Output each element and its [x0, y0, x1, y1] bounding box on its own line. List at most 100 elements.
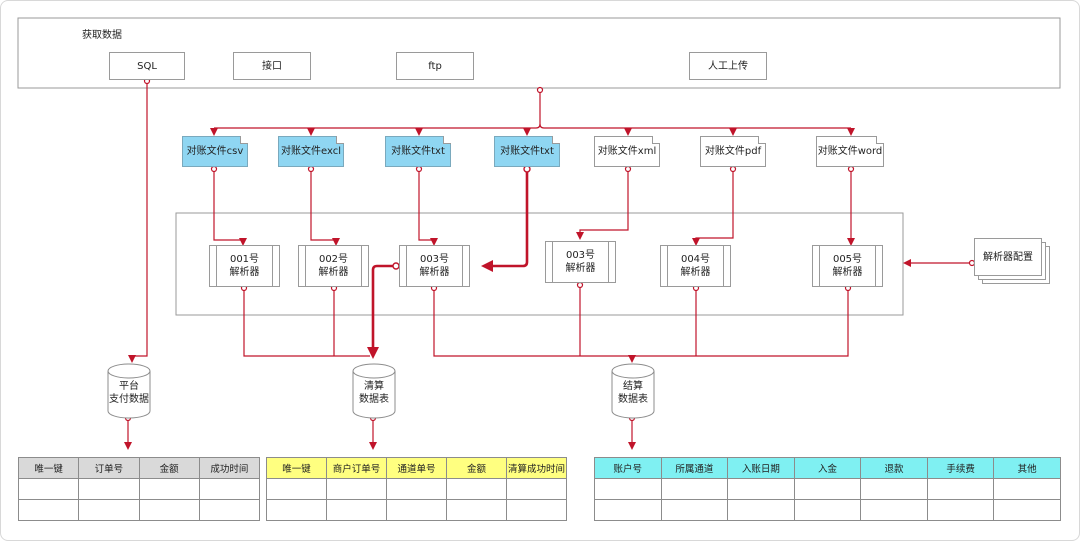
column-header: 金额 — [138, 457, 200, 479]
parser-name: 解析器 — [318, 267, 349, 278]
column-header: 入金 — [793, 457, 862, 479]
table-cell — [17, 499, 80, 521]
column-header: 账户号 — [594, 457, 662, 479]
settlement-table: 账户号所属通道入账日期入金退款手续费其他 — [594, 457, 1061, 521]
parser-name: 解析器 — [832, 267, 863, 278]
source-api: 接口 — [233, 52, 311, 80]
table-cell — [326, 478, 387, 500]
column-header: 唯一键 — [17, 457, 80, 479]
source-sql: SQL — [109, 52, 185, 80]
table-row — [266, 478, 567, 500]
parser-001: 001号解析器 — [209, 245, 280, 287]
parser-number: 003号 — [565, 250, 596, 261]
table-cell — [138, 499, 200, 521]
platform-db: 平台支付数据 — [104, 378, 154, 408]
file-csv: 对账文件csv — [182, 136, 248, 167]
parser-name: 解析器 — [229, 267, 260, 278]
column-header: 其他 — [993, 457, 1061, 479]
settlement-db: 结算数据表 — [608, 378, 658, 408]
parser-panel — [175, 212, 904, 316]
table-row — [594, 478, 1061, 500]
table-cell — [446, 478, 507, 500]
db-line1: 平台 — [119, 381, 139, 392]
parser-number: 001号 — [229, 254, 260, 265]
file-txt-2: 对账文件txt — [494, 136, 560, 167]
db-line2: 数据表 — [618, 394, 648, 405]
table-cell — [386, 478, 447, 500]
table-cell — [138, 478, 200, 500]
table-cell — [78, 478, 140, 500]
parser-005: 005号解析器 — [812, 245, 883, 287]
column-header: 通道单号 — [386, 457, 447, 479]
table-cell — [594, 499, 662, 521]
table-row — [17, 478, 261, 500]
table-cell — [993, 499, 1061, 521]
source-ftp: ftp — [396, 52, 474, 80]
table-cell — [506, 499, 567, 521]
db-line1: 结算 — [623, 381, 643, 392]
table-cell — [660, 499, 729, 521]
file-excl: 对账文件excl — [278, 136, 344, 167]
table-cell — [926, 499, 995, 521]
parser-name: 解析器 — [680, 267, 711, 278]
file-word: 对账文件word — [816, 136, 884, 167]
platform-db-icon — [107, 363, 151, 419]
column-header: 成功时间 — [198, 457, 261, 479]
table-cell — [326, 499, 387, 521]
table-cell — [860, 499, 928, 521]
column-header: 退款 — [860, 457, 928, 479]
column-header: 商户订单号 — [326, 457, 387, 479]
table-row — [594, 499, 1061, 521]
platform-payment-table: 唯一键订单号金额成功时间 — [17, 457, 261, 521]
parser-004: 004号解析器 — [660, 245, 731, 287]
table-header-row: 账户号所属通道入账日期入金退款手续费其他 — [594, 457, 1061, 479]
table-cell — [266, 499, 327, 521]
table-cell — [926, 478, 995, 500]
column-header: 订单号 — [78, 457, 140, 479]
table-cell — [660, 478, 729, 500]
table-cell — [198, 478, 261, 500]
db-line1: 清算 — [364, 381, 384, 392]
table-cell — [727, 499, 795, 521]
db-line2: 支付数据 — [109, 394, 149, 405]
table-cell — [17, 478, 80, 500]
column-header: 入账日期 — [727, 457, 795, 479]
parser-name: 解析器 — [565, 263, 596, 274]
table-cell — [266, 478, 327, 500]
file-pdf: 对账文件pdf — [700, 136, 766, 167]
table-cell — [446, 499, 507, 521]
table-row — [17, 499, 261, 521]
column-header: 清算成功时间 — [506, 457, 567, 479]
parser-003a: 003号解析器 — [399, 245, 470, 287]
table-cell — [993, 478, 1061, 500]
table-cell — [793, 478, 862, 500]
table-cell — [198, 499, 261, 521]
source-manual-upload: 人工上传 — [689, 52, 767, 80]
table-cell — [386, 499, 447, 521]
parser-002: 002号解析器 — [298, 245, 369, 287]
clearing-table: 唯一键商户订单号通道单号金额清算成功时间 — [266, 457, 567, 521]
column-header: 所属通道 — [660, 457, 729, 479]
table-header-row: 唯一键商户订单号通道单号金额清算成功时间 — [266, 457, 567, 479]
parser-number: 003号 — [419, 254, 450, 265]
column-header: 手续费 — [926, 457, 995, 479]
parser-config: 解析器配置 — [974, 238, 1042, 276]
table-header-row: 唯一键订单号金额成功时间 — [17, 457, 261, 479]
table-cell — [506, 478, 567, 500]
panel-title: 获取数据 — [82, 30, 122, 41]
column-header: 唯一键 — [266, 457, 327, 479]
file-txt-1: 对账文件txt — [385, 136, 451, 167]
settlement-db-icon — [611, 363, 655, 419]
table-cell — [727, 478, 795, 500]
table-cell — [860, 478, 928, 500]
parser-003b: 003号解析器 — [545, 241, 616, 283]
parser-number: 005号 — [832, 254, 863, 265]
parser-name: 解析器 — [419, 267, 450, 278]
column-header: 金额 — [446, 457, 507, 479]
db-line2: 数据表 — [359, 394, 389, 405]
parser-number: 002号 — [318, 254, 349, 265]
table-cell — [793, 499, 862, 521]
clearing-db: 清算数据表 — [349, 378, 399, 408]
table-cell — [78, 499, 140, 521]
table-cell — [594, 478, 662, 500]
